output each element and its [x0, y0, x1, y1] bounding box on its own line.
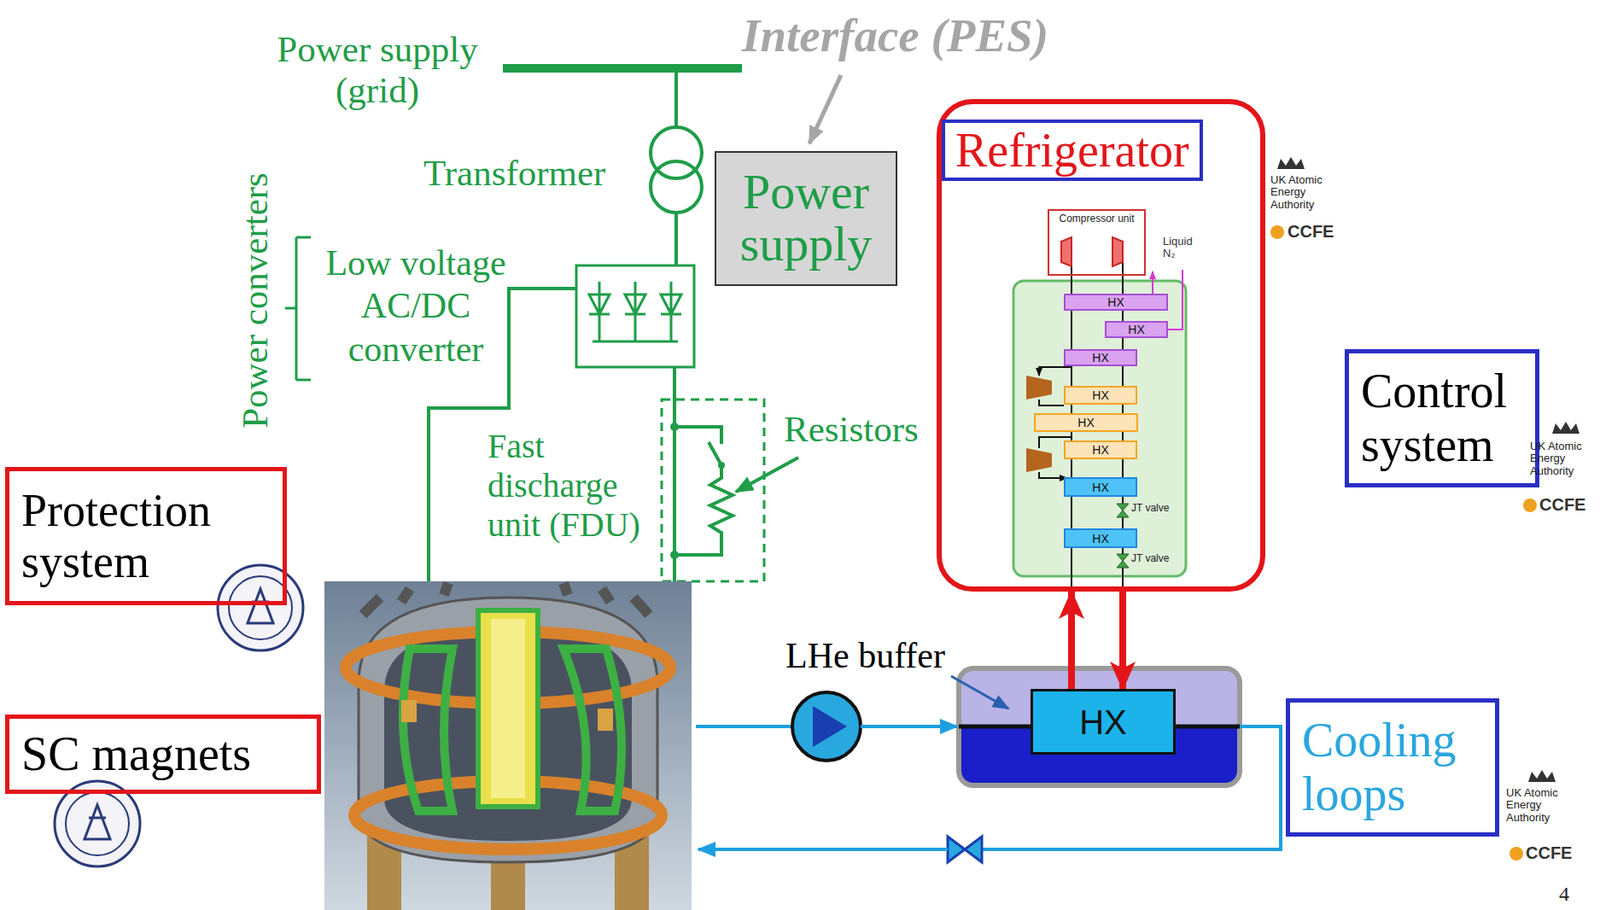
leader-line	[735, 457, 799, 492]
node-text: Control system	[1360, 364, 1524, 472]
heat-exchanger-box: HX	[1033, 413, 1139, 433]
node-text: HX	[1079, 703, 1128, 742]
logo-text: CCFE	[1539, 495, 1586, 515]
logo-text: CCFE	[1525, 843, 1572, 864]
node-text: SC magnets	[21, 728, 252, 782]
node-text: HX	[1091, 389, 1109, 402]
grid-label: Power supply (grid)	[257, 29, 497, 111]
compressor-box: Compressor unit	[1047, 209, 1146, 276]
logo-icon	[1270, 157, 1580, 861]
heat-exchanger-box: HX	[1063, 440, 1138, 460]
cooling-loops-box: Cooling loops	[1285, 698, 1500, 837]
node-text: Refrigerator	[941, 119, 1203, 182]
callout-label: Interface (PES)	[741, 8, 1049, 63]
node-text: HX	[1107, 296, 1124, 309]
refrigerator-box: RefrigeratorCompressor unitHX HX HX HX HX HX H…	[936, 99, 1266, 592]
tokamak-illustration	[324, 581, 692, 910]
logo-text: CCFE	[1287, 221, 1334, 242]
buffer-heat-exchanger: HX	[1030, 689, 1176, 755]
heat-exchanger-box: HX	[1063, 349, 1138, 367]
node-text: HX	[1091, 443, 1109, 456]
node-text: HX	[1091, 351, 1109, 364]
component-label: Fast discharge unit (FDU)	[487, 426, 663, 545]
cooling-loop	[695, 668, 1281, 863]
component-label: Transformer	[423, 151, 606, 194]
heat-exchanger-box: HX	[1063, 477, 1138, 497]
component-label: Resistors	[783, 408, 919, 450]
node-text: Cooling loops	[1302, 713, 1473, 821]
component-label: LHe buffer	[785, 635, 946, 677]
coolant-arrow	[1119, 591, 1127, 690]
node-text: HX	[1127, 323, 1145, 336]
valve-label: JT valve	[1131, 502, 1169, 515]
heat-exchanger-box: HX	[1063, 385, 1138, 405]
heat-exchanger-box: HX	[1063, 528, 1138, 549]
stream-label: Liquid N₂	[1162, 235, 1206, 261]
node-text: HX	[1091, 532, 1109, 545]
logo-text: UK Atomic Energy Authority	[1506, 787, 1563, 824]
heat-exchanger-box: HX	[1104, 321, 1168, 339]
control-system-box: Control system	[1344, 349, 1540, 488]
node-text: HX	[1077, 416, 1094, 429]
logo-text: UK Atomic Energy Authority	[1270, 174, 1327, 211]
page-number: 4	[1559, 882, 1570, 907]
refrigerator-internals	[1013, 237, 1186, 592]
group-label: Power converters	[233, 172, 276, 429]
node-text: Power supply	[724, 166, 888, 271]
protection-system-box: Protection system	[5, 467, 287, 606]
node-text: Compressor unit	[1058, 213, 1134, 225]
coolant-arrow	[1068, 591, 1075, 690]
node-text: HX	[1091, 481, 1109, 494]
leader-line	[809, 75, 841, 144]
valve-label: JT valve	[1131, 553, 1169, 566]
sc-magnets-box: SC magnets	[5, 714, 322, 795]
power-supply-box: Power supply	[714, 151, 898, 287]
node-text: Protection system	[21, 484, 244, 589]
heat-exchanger-box: HX	[1063, 293, 1168, 311]
component-label: Low voltage AC/DC converter	[313, 241, 519, 371]
logo-text: UK Atomic Energy Authority	[1529, 440, 1587, 478]
